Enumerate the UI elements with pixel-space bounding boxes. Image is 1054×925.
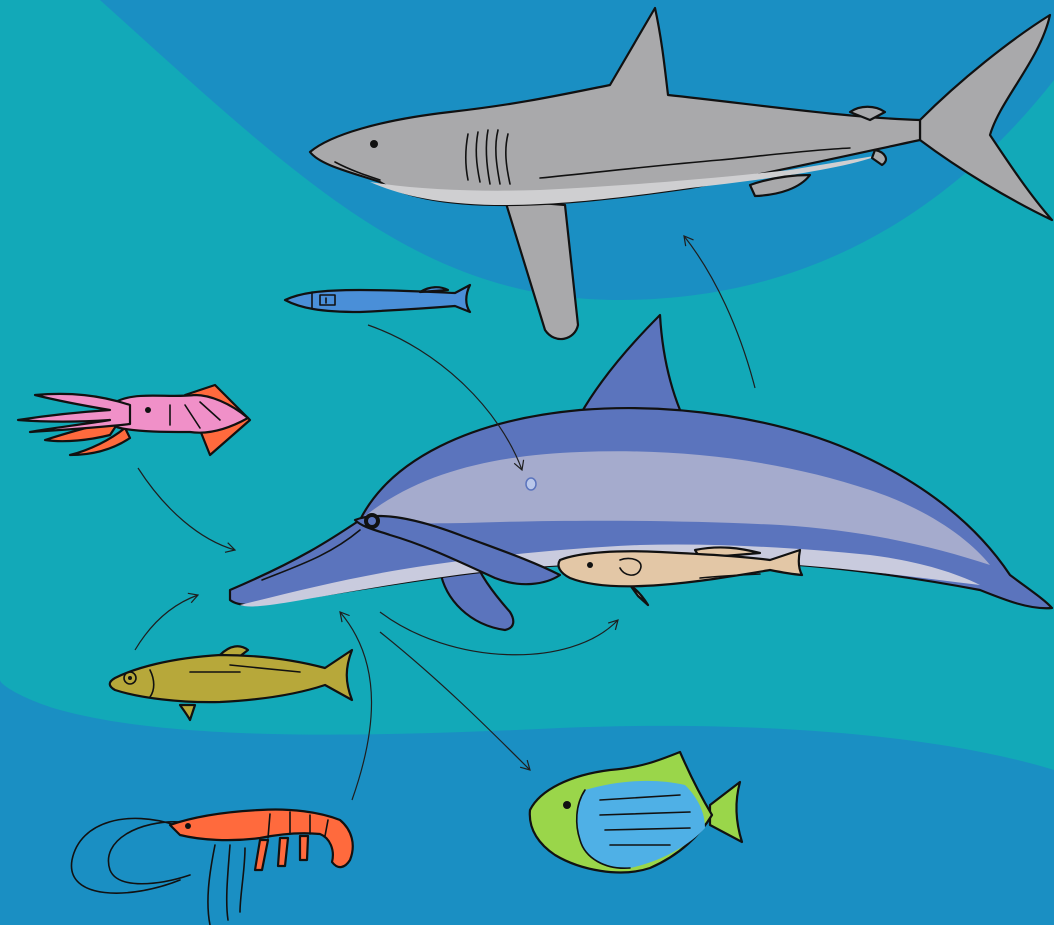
- cookiecutter-bite-icon: [526, 478, 536, 490]
